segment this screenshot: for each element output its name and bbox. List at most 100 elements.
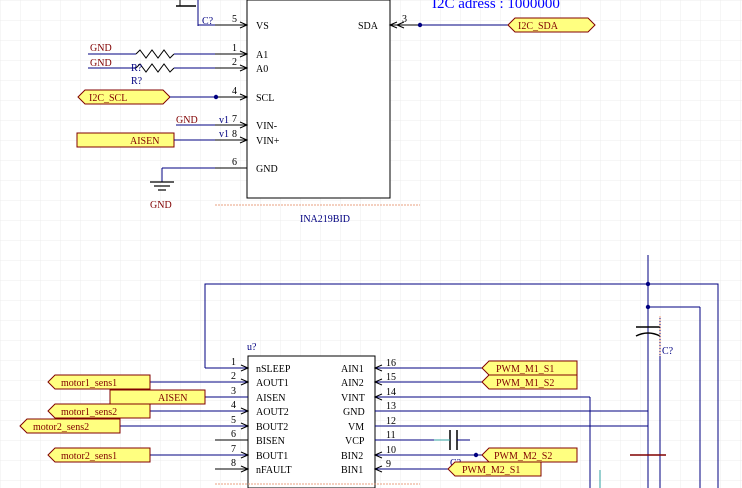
svg-text:I2C_SDA: I2C_SDA bbox=[518, 21, 559, 32]
gnd-symbol[interactable]: GND bbox=[150, 167, 215, 211]
port-pwm-m2-s2[interactable]: PWM_M2_S2 bbox=[473, 447, 578, 463]
svg-text:BIN2: BIN2 bbox=[341, 451, 363, 462]
port-motor2-sens2[interactable]: motor2_sens2 bbox=[19, 418, 121, 434]
ina219-pin-vs[interactable]: 5 VS bbox=[215, 14, 269, 32]
ina219-part-name: INA219BID bbox=[300, 214, 350, 225]
svg-text:3: 3 bbox=[231, 386, 236, 397]
drv-designator: u? bbox=[247, 342, 257, 353]
svg-text:BIN1: BIN1 bbox=[341, 465, 363, 476]
svg-text:AISEN: AISEN bbox=[256, 393, 285, 404]
svg-text:VIN-: VIN- bbox=[256, 121, 277, 132]
svg-text:8: 8 bbox=[232, 129, 237, 140]
svg-text:PWM_M1_S2: PWM_M1_S2 bbox=[496, 378, 554, 389]
ina219-pin-a0[interactable]: 2 A0 bbox=[215, 57, 268, 75]
resistor-a0[interactable] bbox=[135, 63, 175, 73]
svg-text:7: 7 bbox=[232, 114, 237, 125]
drv-pin-bin1[interactable]: 9 BIN1 bbox=[341, 459, 448, 476]
drv-component[interactable]: 1 nSLEEP 2 AOUT1 3 AISEN 4 AOUT2 5 BOUT2 bbox=[120, 355, 648, 488]
drv-pin-ain1[interactable]: 16 AIN1 bbox=[341, 358, 482, 375]
ina219-body bbox=[246, 0, 391, 199]
svg-text:5: 5 bbox=[231, 415, 236, 426]
drv-pin-bout1[interactable]: 7 BOUT1 bbox=[150, 444, 288, 462]
svg-text:9: 9 bbox=[386, 459, 391, 470]
svg-text:PWM_M2_S1: PWM_M2_S1 bbox=[462, 465, 520, 476]
ina219-pin-vin-minus[interactable]: 7 VIN- bbox=[215, 114, 277, 132]
svg-text:motor2_sens2: motor2_sens2 bbox=[33, 422, 89, 433]
svg-text:7: 7 bbox=[231, 444, 236, 455]
ina219-pin-gnd[interactable]: 6 GND bbox=[215, 157, 278, 175]
svg-text:15: 15 bbox=[386, 372, 396, 383]
drv-pin-vint[interactable]: 14 VINT bbox=[341, 387, 591, 488]
drv-pin-vcp[interactable]: 11 VCP bbox=[345, 430, 434, 447]
svg-text:2: 2 bbox=[231, 371, 236, 382]
drv-pin-ain2[interactable]: 15 AIN2 bbox=[341, 372, 482, 389]
drv-pin-aisen[interactable]: 3 AISEN bbox=[205, 386, 285, 404]
port-pwm-m2-s1[interactable]: PWM_M2_S1 bbox=[447, 461, 542, 477]
svg-text:BOUT1: BOUT1 bbox=[256, 451, 288, 462]
drv-body bbox=[247, 355, 376, 488]
port-pwm-m1-s2[interactable]: PWM_M1_S2 bbox=[481, 374, 578, 390]
svg-text:3: 3 bbox=[402, 14, 407, 25]
svg-text:2: 2 bbox=[232, 57, 237, 68]
ina219-pin-sda[interactable]: 3 SDA bbox=[358, 14, 420, 32]
capacitor-right[interactable]: C? bbox=[635, 316, 674, 357]
drv-wiring bbox=[204, 255, 719, 488]
svg-text:10: 10 bbox=[386, 445, 396, 456]
ina219-pin-scl[interactable]: 4 SCL bbox=[215, 86, 274, 104]
svg-text:motor1_sens1: motor1_sens1 bbox=[61, 378, 117, 389]
svg-text:AISEN: AISEN bbox=[130, 136, 159, 147]
resistor-a1[interactable] bbox=[135, 49, 175, 59]
port-aisen-bottom[interactable]: AISEN bbox=[109, 389, 206, 405]
drv-pin-bout2[interactable]: 5 BOUT2 bbox=[120, 415, 288, 433]
svg-text:8: 8 bbox=[231, 458, 236, 469]
i2c-address-note: I2C adress : 1000000 bbox=[432, 0, 560, 12]
drv-pin-nfault[interactable]: 8 nFAULT bbox=[215, 458, 292, 476]
svg-text:nFAULT: nFAULT bbox=[256, 465, 292, 476]
svg-text:4: 4 bbox=[231, 400, 236, 411]
port-motor1-sens1[interactable]: motor1_sens1 bbox=[47, 374, 151, 390]
svg-text:AIN1: AIN1 bbox=[341, 364, 364, 375]
svg-text:C?: C? bbox=[662, 346, 674, 357]
a1-a0-network[interactable]: GND GND R? R? bbox=[88, 43, 215, 87]
port-i2c-scl[interactable]: I2C_SCL bbox=[77, 89, 219, 105]
svg-text:VINT: VINT bbox=[341, 393, 365, 404]
svg-text:6: 6 bbox=[232, 157, 237, 168]
svg-text:13: 13 bbox=[386, 401, 396, 412]
port-aisen-top[interactable]: AISEN bbox=[76, 132, 215, 148]
svg-text:AOUT2: AOUT2 bbox=[256, 407, 289, 418]
port-i2c-sda[interactable]: I2C_SDA bbox=[417, 17, 596, 33]
svg-text:SDA: SDA bbox=[358, 21, 379, 32]
drv-pin-aout2[interactable]: 4 AOUT2 bbox=[150, 400, 289, 418]
svg-text:GND: GND bbox=[176, 115, 198, 126]
svg-text:VCP: VCP bbox=[345, 436, 365, 447]
svg-text:VS: VS bbox=[256, 21, 269, 32]
svg-text:v1: v1 bbox=[219, 129, 229, 140]
svg-text:1: 1 bbox=[232, 43, 237, 54]
svg-text:GND: GND bbox=[90, 43, 112, 54]
svg-text:VM: VM bbox=[348, 422, 364, 433]
drv-pin-bisen[interactable]: 6 BISEN bbox=[215, 429, 285, 447]
port-pwm-m1-s1[interactable]: PWM_M1_S1 bbox=[481, 360, 578, 376]
ina219-pin-a1[interactable]: 1 A1 bbox=[215, 43, 268, 61]
ina219-component[interactable]: INA219BID 5 VS 1 A1 2 A0 4 SCL bbox=[215, 0, 420, 225]
drv-pin-aout1[interactable]: 2 AOUT1 bbox=[150, 371, 289, 389]
port-motor1-sens2[interactable]: motor1_sens2 bbox=[47, 403, 151, 419]
drv-pin-gnd[interactable]: 13 GND bbox=[343, 401, 648, 418]
svg-text:BOUT2: BOUT2 bbox=[256, 422, 288, 433]
drv-pin-vm[interactable]: 12 VM bbox=[348, 416, 648, 433]
svg-text:5: 5 bbox=[232, 14, 237, 25]
svg-text:AISEN: AISEN bbox=[158, 393, 187, 404]
svg-text:A0: A0 bbox=[256, 64, 268, 75]
vin-network[interactable]: GND v1 v1 bbox=[176, 115, 229, 140]
svg-text:VIN+: VIN+ bbox=[256, 136, 280, 147]
svg-text:GND: GND bbox=[343, 407, 365, 418]
port-motor2-sens1[interactable]: motor2_sens1 bbox=[47, 447, 151, 463]
ina219-pin-vin-plus[interactable]: 8 VIN+ bbox=[215, 129, 280, 147]
drv-pin-bin2[interactable]: 10 BIN2 bbox=[341, 445, 482, 462]
capacitor-top[interactable]: C? bbox=[176, 0, 215, 27]
drv-pin-nsleep[interactable]: 1 nSLEEP bbox=[231, 357, 291, 375]
svg-text:BISEN: BISEN bbox=[256, 436, 285, 447]
svg-text:A1: A1 bbox=[256, 50, 268, 61]
svg-text:AIN2: AIN2 bbox=[341, 378, 364, 389]
